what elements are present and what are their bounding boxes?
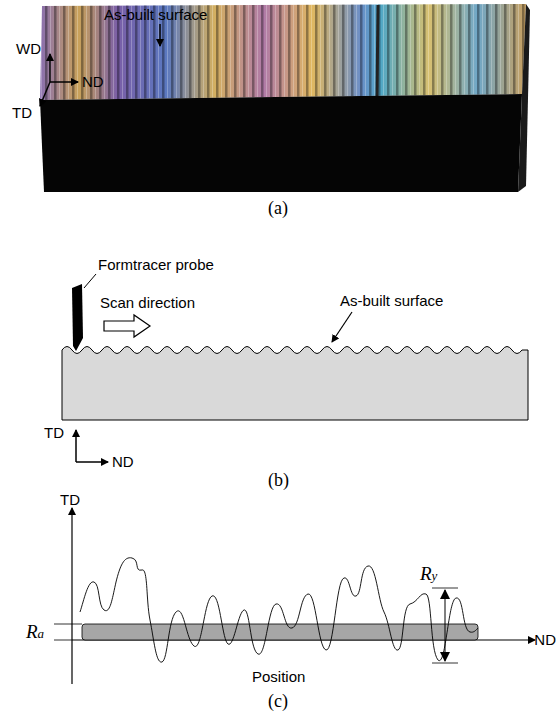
label-anchor: Position [252,668,305,686]
label-anchor: Ra [26,621,44,643]
label-anchor: ND [112,453,134,471]
axis-label: ND [112,453,134,470]
label-anchor: As-built surface [104,6,207,24]
label-anchor: (c) [268,691,288,712]
panel-caption: (a) [268,198,288,219]
axis-label: TD [12,104,32,121]
label-anchor: ND [534,631,556,649]
part-label: As-built surface [340,292,443,309]
label-anchor: (b) [268,470,289,491]
label-anchor: Ry [420,563,437,585]
part-label: Scan direction [100,294,195,311]
label-anchor: TD [44,424,64,442]
label-anchor: TD [60,491,80,509]
axis-label: Position [252,668,305,685]
panel-caption: (c) [268,691,288,712]
label-anchor: Scan direction [100,294,195,312]
part-label: Formtracer probe [98,256,214,273]
axis-label: TD [60,491,80,508]
label-anchor: Formtracer probe [98,256,214,274]
part-label: As-built surface [104,6,207,23]
label-anchor: (a) [268,198,288,219]
label-anchor: ND [82,73,104,91]
label-anchor: As-built surface [340,292,443,310]
label-anchor: WD [16,40,41,58]
axis-label: WD [16,40,41,57]
roughness-symbol: Ra [26,621,44,643]
label-anchor: TD [12,104,32,122]
panel-caption: (b) [268,470,289,491]
axis-label: ND [82,73,104,90]
axis-label: ND [534,631,556,648]
roughness-symbol: Ry [420,563,437,585]
axis-label: TD [44,424,64,441]
